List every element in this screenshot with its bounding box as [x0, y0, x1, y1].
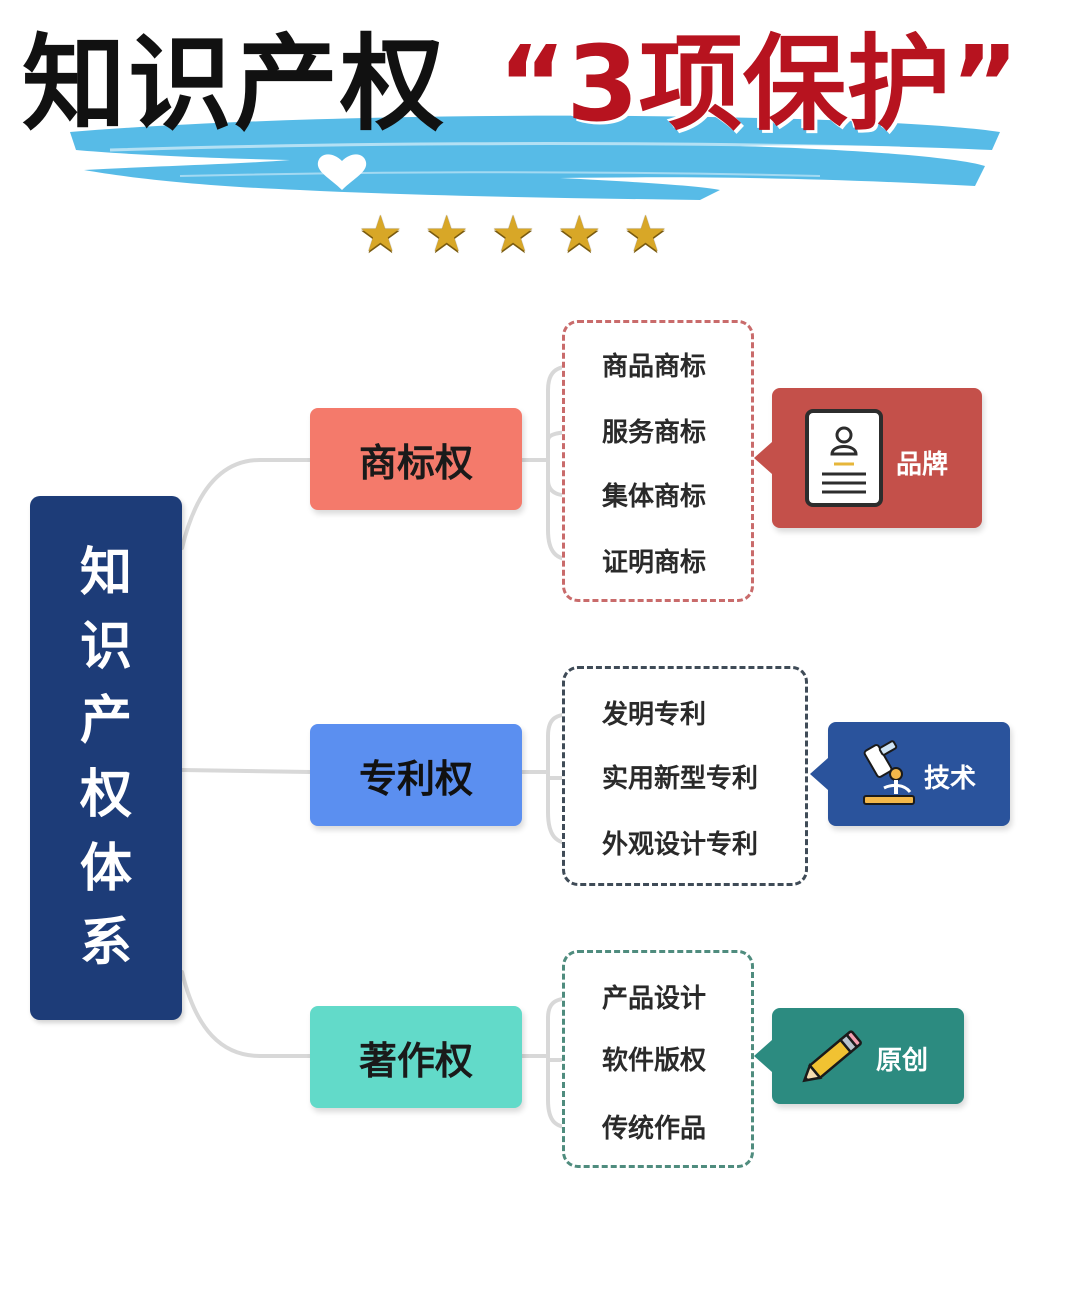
star-icon: ★: [358, 205, 403, 263]
brand-label: 品牌: [896, 450, 949, 480]
root-char: 系: [79, 913, 132, 973]
root-node: 知 识 产 权 体 系: [30, 496, 182, 1020]
rating-stars: ★ ★ ★ ★ ★: [358, 204, 668, 264]
list-item: 发明专利: [602, 700, 707, 730]
microscope-icon: [856, 740, 922, 812]
connector-root-copyright: [180, 970, 312, 1058]
root-char: 知: [79, 543, 132, 603]
root-char: 产: [79, 691, 132, 751]
list-item: 外观设计专利: [602, 830, 759, 860]
trademark-node: 商标权: [310, 408, 522, 510]
tech-callout: 技术: [810, 722, 1010, 826]
original-label: 原创: [876, 1046, 929, 1076]
brand-callout: 品牌: [754, 388, 982, 528]
page-title: 知识产权: [22, 23, 447, 145]
tech-label: 技术: [924, 764, 977, 794]
list-item: 实用新型专利: [602, 764, 759, 794]
copyright-node: 著作权: [310, 1006, 522, 1108]
brush-stroke-decoration: [70, 115, 1000, 200]
list-item: 传统作品: [602, 1114, 707, 1144]
root-char: 体: [79, 839, 132, 899]
list-item: 商品商标: [602, 352, 707, 382]
certificate-icon: [804, 408, 884, 512]
pencil-icon: [802, 1026, 866, 1092]
connector-root-patent: [180, 768, 312, 774]
root-char: 识: [79, 617, 132, 677]
root-char: 权: [79, 765, 132, 825]
trademark-items-group: [562, 320, 754, 602]
star-icon: ★: [623, 205, 668, 263]
patent-node: 专利权: [310, 724, 522, 826]
list-item: 软件版权: [602, 1046, 707, 1076]
connector-root-trademark: [180, 458, 312, 550]
list-item: 产品设计: [602, 984, 707, 1014]
list-item: 证明商标: [602, 548, 707, 578]
page-title-accent: “3项保护”: [498, 23, 1020, 145]
heart-icon: [317, 154, 367, 190]
star-icon: ★: [490, 205, 536, 263]
list-item: 服务商标: [602, 418, 707, 448]
list-item: 集体商标: [602, 482, 707, 512]
patent-items-group: [562, 666, 808, 886]
copyright-items-group: [562, 950, 754, 1168]
star-icon: ★: [556, 205, 602, 263]
original-callout: 原创: [754, 1008, 964, 1104]
star-icon: ★: [424, 205, 470, 263]
